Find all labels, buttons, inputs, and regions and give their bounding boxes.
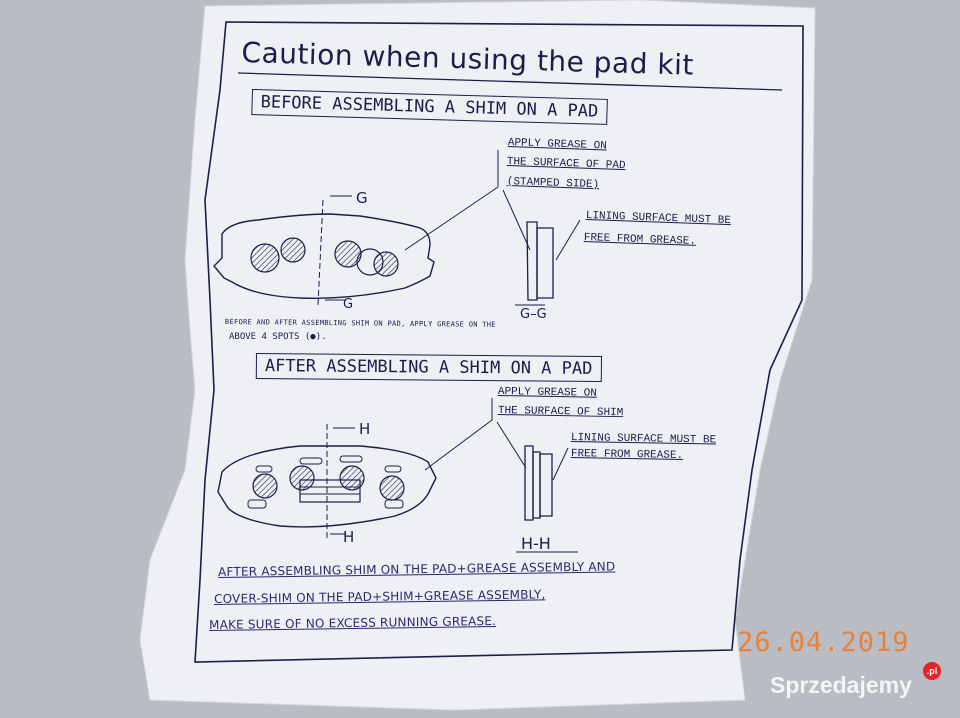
watermark-badge: .pl xyxy=(923,662,941,680)
after-heading: AFTER ASSEMBLING A SHIM ON A PAD xyxy=(255,353,602,383)
after-lining-note-line2: FREE FROM GREASE. xyxy=(570,448,684,462)
after-pad-diagram xyxy=(217,398,493,540)
section-title-h-h: H-H xyxy=(521,534,551,553)
section-label-g-top: G xyxy=(356,189,368,207)
printed-border xyxy=(194,21,804,663)
section-label-g-bottom: G xyxy=(343,297,354,312)
after-apply-note-line2: THE SURFACE OF SHIM xyxy=(497,405,624,420)
after-section-diagram xyxy=(496,421,578,553)
before-pad-diagram xyxy=(213,150,499,306)
section-title-g-g: G–G xyxy=(520,307,547,322)
after-apply-note-line1: APPLY GREASE ON xyxy=(497,386,598,400)
paper-sheet xyxy=(139,0,816,711)
photo-date-stamp: 26.04.2019 xyxy=(737,627,910,658)
title-underline xyxy=(237,72,783,91)
spots-note-line2: ABOVE 4 SPOTS (●). xyxy=(229,332,327,342)
after-lining-note-line1: LINING SURFACE MUST BE xyxy=(570,432,717,447)
section-label-h-bottom: H xyxy=(343,528,355,546)
site-watermark: Sprzedajemy xyxy=(770,672,912,698)
section-label-h-top: H xyxy=(359,420,371,438)
before-section-diagram xyxy=(502,189,581,306)
